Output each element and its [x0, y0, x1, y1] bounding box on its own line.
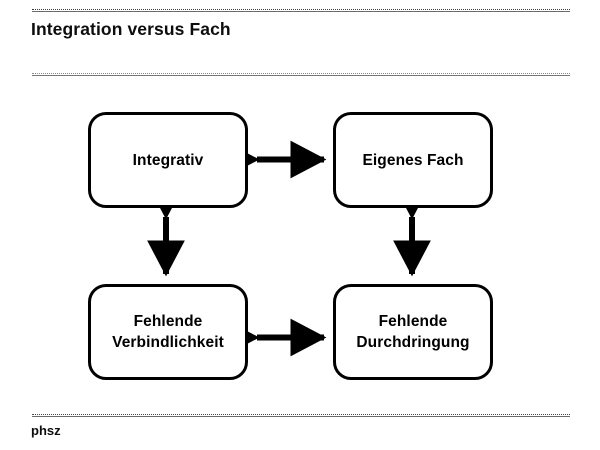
node-integrativ[interactable]: Integrativ	[88, 112, 248, 208]
node-eigenes-fach-label: Eigenes Fach	[362, 151, 464, 169]
top-solid-rule	[32, 11, 570, 12]
node-integrativ-label: Integrativ	[132, 151, 204, 169]
node-fehlende-durchdringung[interactable]: Fehlende Durchdringung	[333, 284, 493, 380]
page-title: Integration versus Fach	[31, 19, 231, 39]
node-fehlende-verbindlichkeit-label: Fehlende Verbindlichkeit	[112, 313, 224, 351]
node-eigenes-fach[interactable]: Eigenes Fach	[333, 112, 493, 208]
title-underline-solid-rule	[32, 75, 570, 76]
footer-label: phsz	[31, 423, 61, 438]
bottom-dotted-rule	[32, 414, 570, 415]
top-dotted-rule	[32, 9, 570, 10]
bottom-solid-rule	[32, 416, 570, 417]
node-fehlende-durchdringung-label: Fehlende Durchdringung	[356, 313, 470, 351]
title-underline-dotted-rule	[32, 73, 570, 74]
node-fehlende-verbindlichkeit[interactable]: Fehlende Verbindlichkeit	[88, 284, 248, 380]
